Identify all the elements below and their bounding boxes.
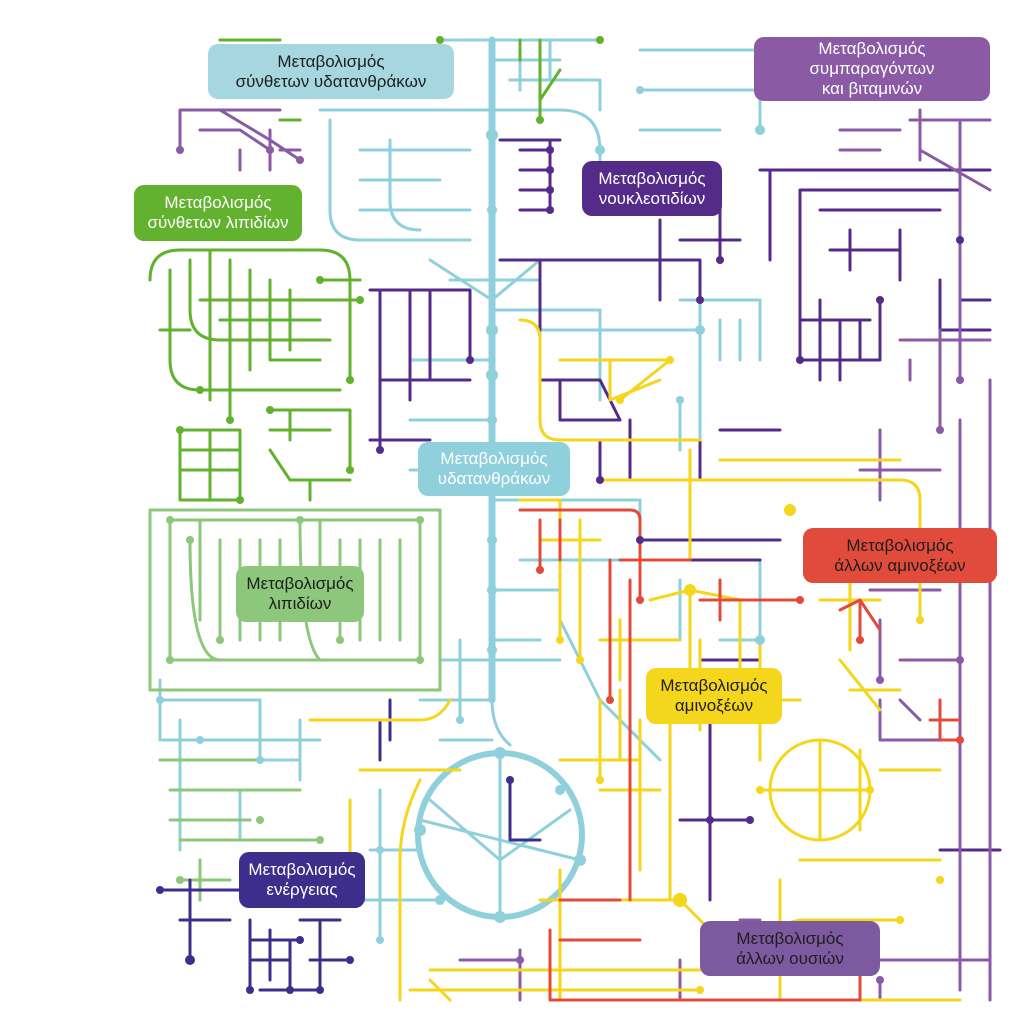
label-nucleotide-metabolism: Μεταβολισμός νουκλεοτιδίων [582,161,722,216]
label-amino-acid-metabolism: Μεταβολισμός αμινοξέων [646,668,782,724]
nucleotide-pathways [368,138,1002,902]
complex-lipid-pathways [148,38,562,502]
label-complex-lipid-metabolism: Μεταβολισμός σύνθετων λιπιδίων [134,185,302,241]
other-amino-acid-pathways [518,508,962,1002]
energy-pathways [158,698,542,992]
pathway-nodes [156,36,964,994]
label-other-amino-acid-metabolism: Μεταβολισμός άλλων αμινοξέων [803,528,997,583]
label-lipid-metabolism: Μεταβολισμός λιπιδίων [236,566,364,622]
cofactor-pathways [178,108,992,1002]
label-energy-metabolism: Μεταβολισμός ενέργειας [239,852,365,908]
label-other-substances-metabolism: Μεταβολισμός άλλων ουσιών [700,921,880,976]
label-cofactor-vitamin-metabolism: Μεταβολισμός συμπαραγόντων και βιταμινών [754,37,990,101]
label-carbohydrate-metabolism: Μεταβολισμός υδατανθράκων [418,442,570,496]
label-complex-carbohydrate-metabolism: Μεταβολισμός σύνθετων υδατανθράκων [208,44,454,99]
